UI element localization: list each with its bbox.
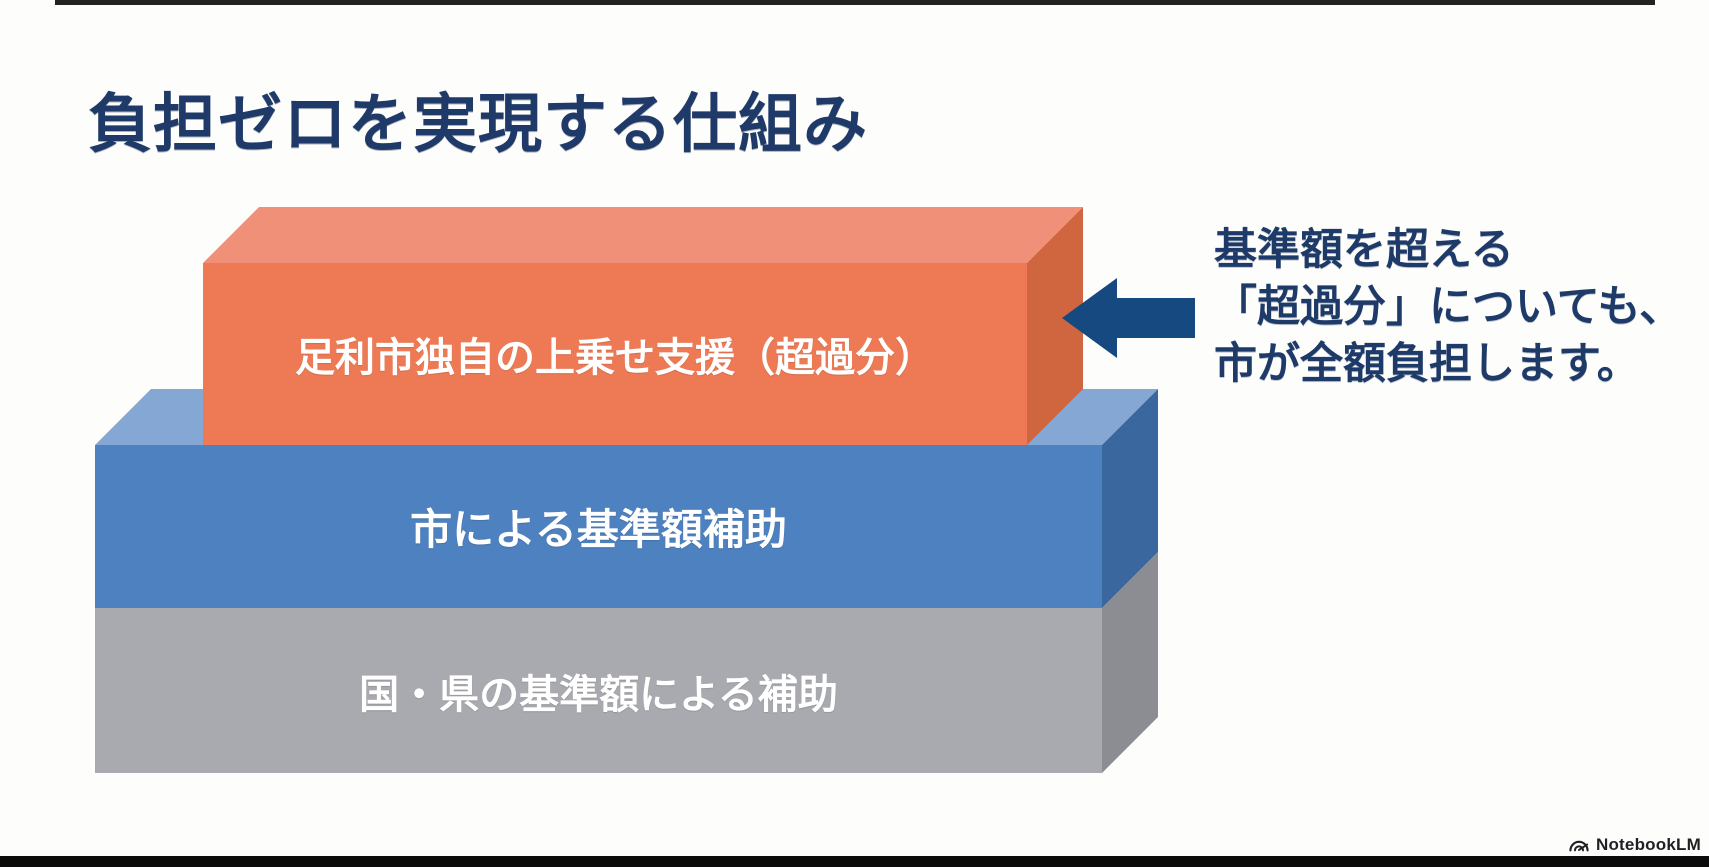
block-city-extra-support-label: 足利市独自の上乗せ支援（超過分） xyxy=(295,336,935,380)
annotation-line-2: 「超過分」についても、 xyxy=(1214,283,1683,331)
notebooklm-logo-icon xyxy=(1569,840,1589,852)
annotation-text: 基準額を超える 「超過分」についても、 市が全額負担します。 xyxy=(1214,222,1682,393)
page-title: 負担ゼロを実現する仕組み xyxy=(88,87,868,160)
block-city-standard-subsidy-label: 市による基準額補助 xyxy=(410,506,787,553)
block-national-pref-subsidy-label: 国・県の基準額による補助 xyxy=(359,672,838,717)
block-city-extra-support: 足利市独自の上乗せ支援（超過分） xyxy=(203,263,1027,445)
notebooklm-label: NotebookLM xyxy=(1596,835,1701,854)
block-national-pref-subsidy: 国・県の基準額による補助 xyxy=(95,608,1102,773)
annotation-line-3: 市が全額負担します。 xyxy=(1214,340,1640,388)
block-city-standard-subsidy: 市による基準額補助 xyxy=(95,445,1102,608)
annotation-line-1: 基準額を超える xyxy=(1214,226,1514,274)
bottom-edge-bar xyxy=(0,856,1709,867)
notebooklm-watermark: NotebookLM xyxy=(1568,835,1701,855)
top-edge-bar xyxy=(55,0,1655,5)
block-city-extra-top-face xyxy=(203,207,1083,263)
